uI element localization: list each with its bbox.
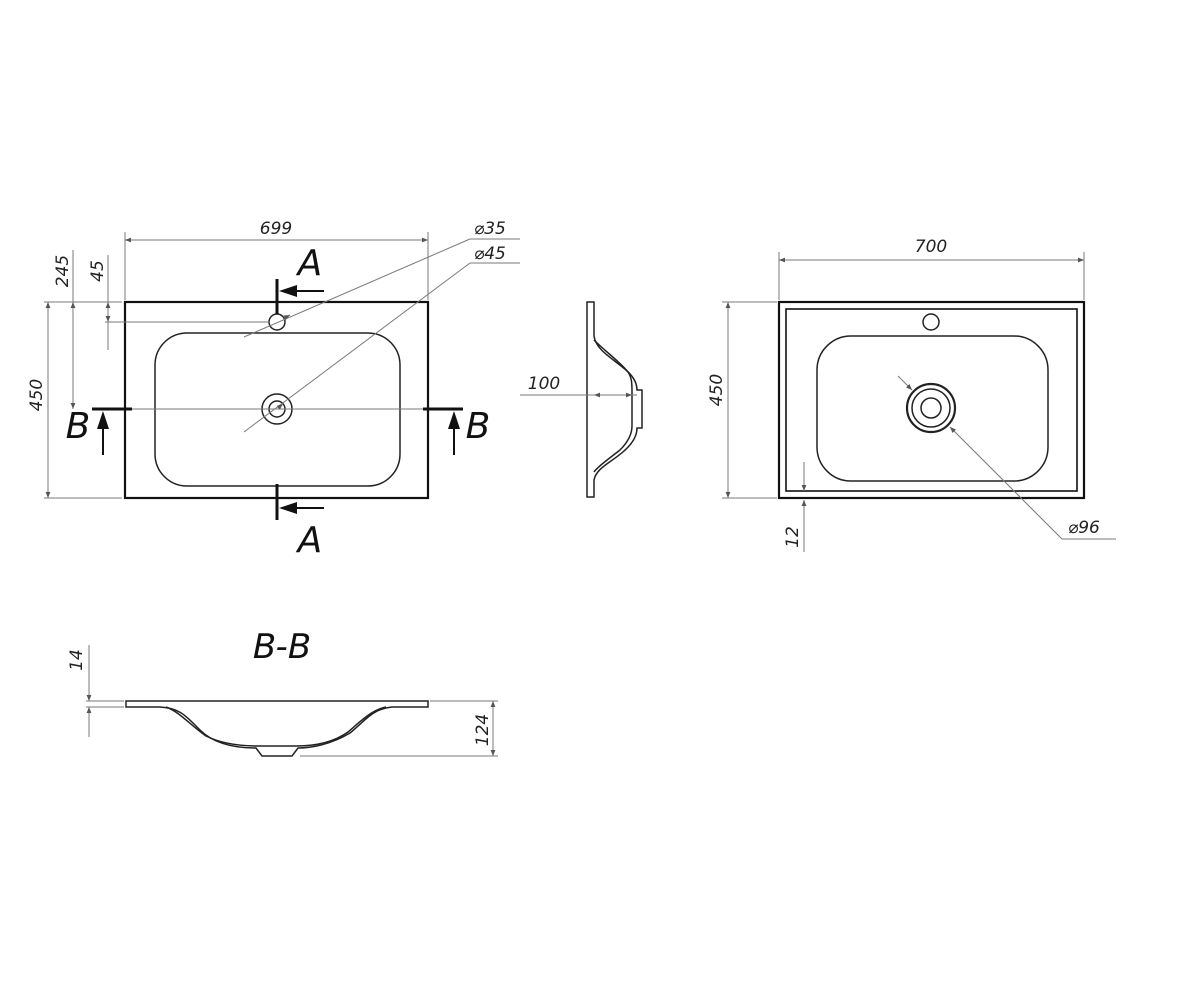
depth-label: 100 — [528, 374, 560, 394]
section-bb-title: B-B — [253, 627, 311, 667]
side-profile-inner — [593, 339, 633, 473]
top-view: 699 450 245 45 ⌀35 ⌀45 A — [27, 219, 520, 561]
bottom-view-outline — [777, 300, 1086, 500]
section-b-left-marker: B — [66, 406, 132, 455]
bottom-height-label: 450 — [707, 374, 727, 406]
height-label: 450 — [27, 379, 47, 411]
bottom-drain-diameter-label: ⌀96 — [1068, 518, 1100, 538]
bottom-drain-middle — [911, 388, 951, 428]
section-b-right-marker: B — [423, 406, 490, 455]
section-a-bottom-marker: A — [275, 484, 324, 561]
section-bb-profile-inner — [165, 706, 387, 747]
bottom-drain-leader — [949, 426, 1063, 540]
bottom-drain-inner — [920, 397, 942, 419]
bottom-drain-outer — [905, 382, 957, 434]
thickness-label: 14 — [67, 649, 87, 671]
tap-hole — [268, 313, 286, 331]
drain-diameter-label: ⌀45 — [474, 244, 506, 264]
rim-label: 12 — [783, 526, 803, 548]
section-a-top-marker: A — [275, 243, 324, 314]
drain-leader — [243, 262, 471, 433]
bottom-view: 700 450 12 ⌀96 — [707, 237, 1116, 552]
section-a-top-label: A — [296, 243, 323, 284]
section-a-bottom-label: A — [296, 520, 323, 561]
width-label: 699 — [260, 219, 292, 239]
section-bb: B-B 14 124 — [67, 627, 498, 757]
side-view: 100 — [520, 301, 643, 498]
section-b-right-label: B — [466, 406, 491, 447]
bottom-width-label: 700 — [915, 237, 947, 257]
tap-hole-diameter-label: ⌀35 — [474, 219, 506, 239]
bottom-view-rim — [785, 308, 1078, 492]
side-profile-outer — [586, 301, 643, 498]
top-view-outline — [123, 300, 430, 500]
bottom-view-basin — [816, 335, 1049, 482]
section-bb-profile-outer — [125, 700, 429, 757]
tap-hole-leader — [243, 238, 471, 338]
tap-edge-label: 45 — [88, 260, 108, 282]
section-b-left-label: B — [66, 406, 91, 447]
bottom-tap-hole — [922, 313, 940, 331]
offset-label: 245 — [53, 255, 73, 287]
section-height-label: 124 — [473, 714, 493, 746]
